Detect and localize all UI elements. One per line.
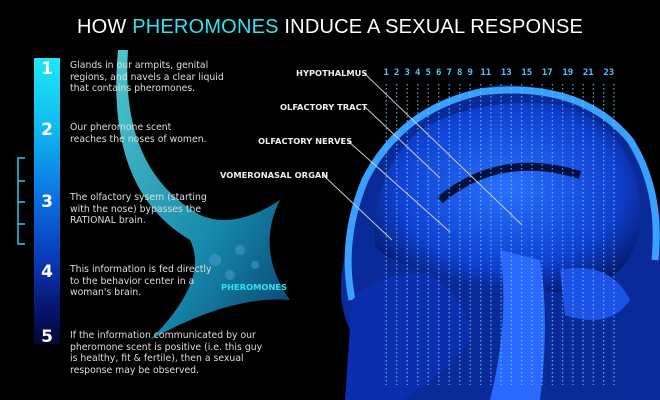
scan-number: 17 bbox=[541, 68, 553, 78]
skull-outline bbox=[344, 86, 660, 301]
brain-shape bbox=[374, 102, 641, 293]
step-number: 2 bbox=[41, 120, 53, 140]
scan-number: 7 bbox=[446, 68, 452, 78]
label-pheromones: PHEROMONES bbox=[221, 282, 288, 292]
step-text: This information is fed directly to the … bbox=[70, 264, 212, 298]
scan-number: 2 bbox=[394, 68, 400, 78]
bracket bbox=[17, 157, 25, 245]
scan-number: 1 bbox=[383, 68, 389, 78]
scan-number: 13 bbox=[500, 68, 512, 78]
label-vomeronasal-organ: VOMERONASAL ORGAN bbox=[220, 170, 329, 180]
leader-lines bbox=[322, 72, 523, 241]
molecules bbox=[209, 245, 259, 280]
pheromone-arrow bbox=[116, 50, 290, 340]
step-text: Our pheromone scent reaches the noses of… bbox=[70, 122, 207, 145]
label-olfactory-tract: OLFACTORY TRACT bbox=[280, 102, 368, 112]
cerebellum bbox=[560, 268, 630, 320]
step-text: Glands in our armpits, genital regions, … bbox=[70, 60, 224, 94]
page-title: HOW PHEROMONES INDUCE A SEXUAL RESPONSE bbox=[76, 16, 584, 38]
scan-number: 8 bbox=[457, 68, 463, 78]
scan-number: 3 bbox=[404, 68, 410, 78]
scan-number: 6 bbox=[436, 68, 442, 78]
scan-number: 23 bbox=[603, 68, 615, 78]
step-text: If the information communicated by our p… bbox=[70, 330, 263, 376]
scan-number: 5 bbox=[425, 68, 431, 78]
corpus-callosum bbox=[437, 162, 582, 204]
scan-number: 21 bbox=[582, 68, 594, 78]
scan-number: 11 bbox=[480, 68, 492, 78]
step-number: 4 bbox=[41, 262, 53, 282]
scan-number: 9 bbox=[467, 68, 473, 78]
label-hypothalmus: HYPOTHALMUS bbox=[296, 68, 368, 78]
brainstem bbox=[490, 250, 545, 400]
scan-number: 4 bbox=[415, 68, 421, 78]
step-number: 1 bbox=[41, 59, 53, 79]
scan-number: 19 bbox=[562, 68, 574, 78]
scan-number: 15 bbox=[521, 68, 533, 78]
step-number: 3 bbox=[41, 192, 53, 212]
title-highlight: PHEROMONES bbox=[132, 16, 279, 38]
step-text: The olfactory sysem (starting with the n… bbox=[70, 192, 207, 226]
step-bar bbox=[34, 58, 60, 344]
label-olfactory-nerves: OLFACTORY NERVES bbox=[258, 136, 353, 146]
step-number: 5 bbox=[41, 327, 53, 347]
